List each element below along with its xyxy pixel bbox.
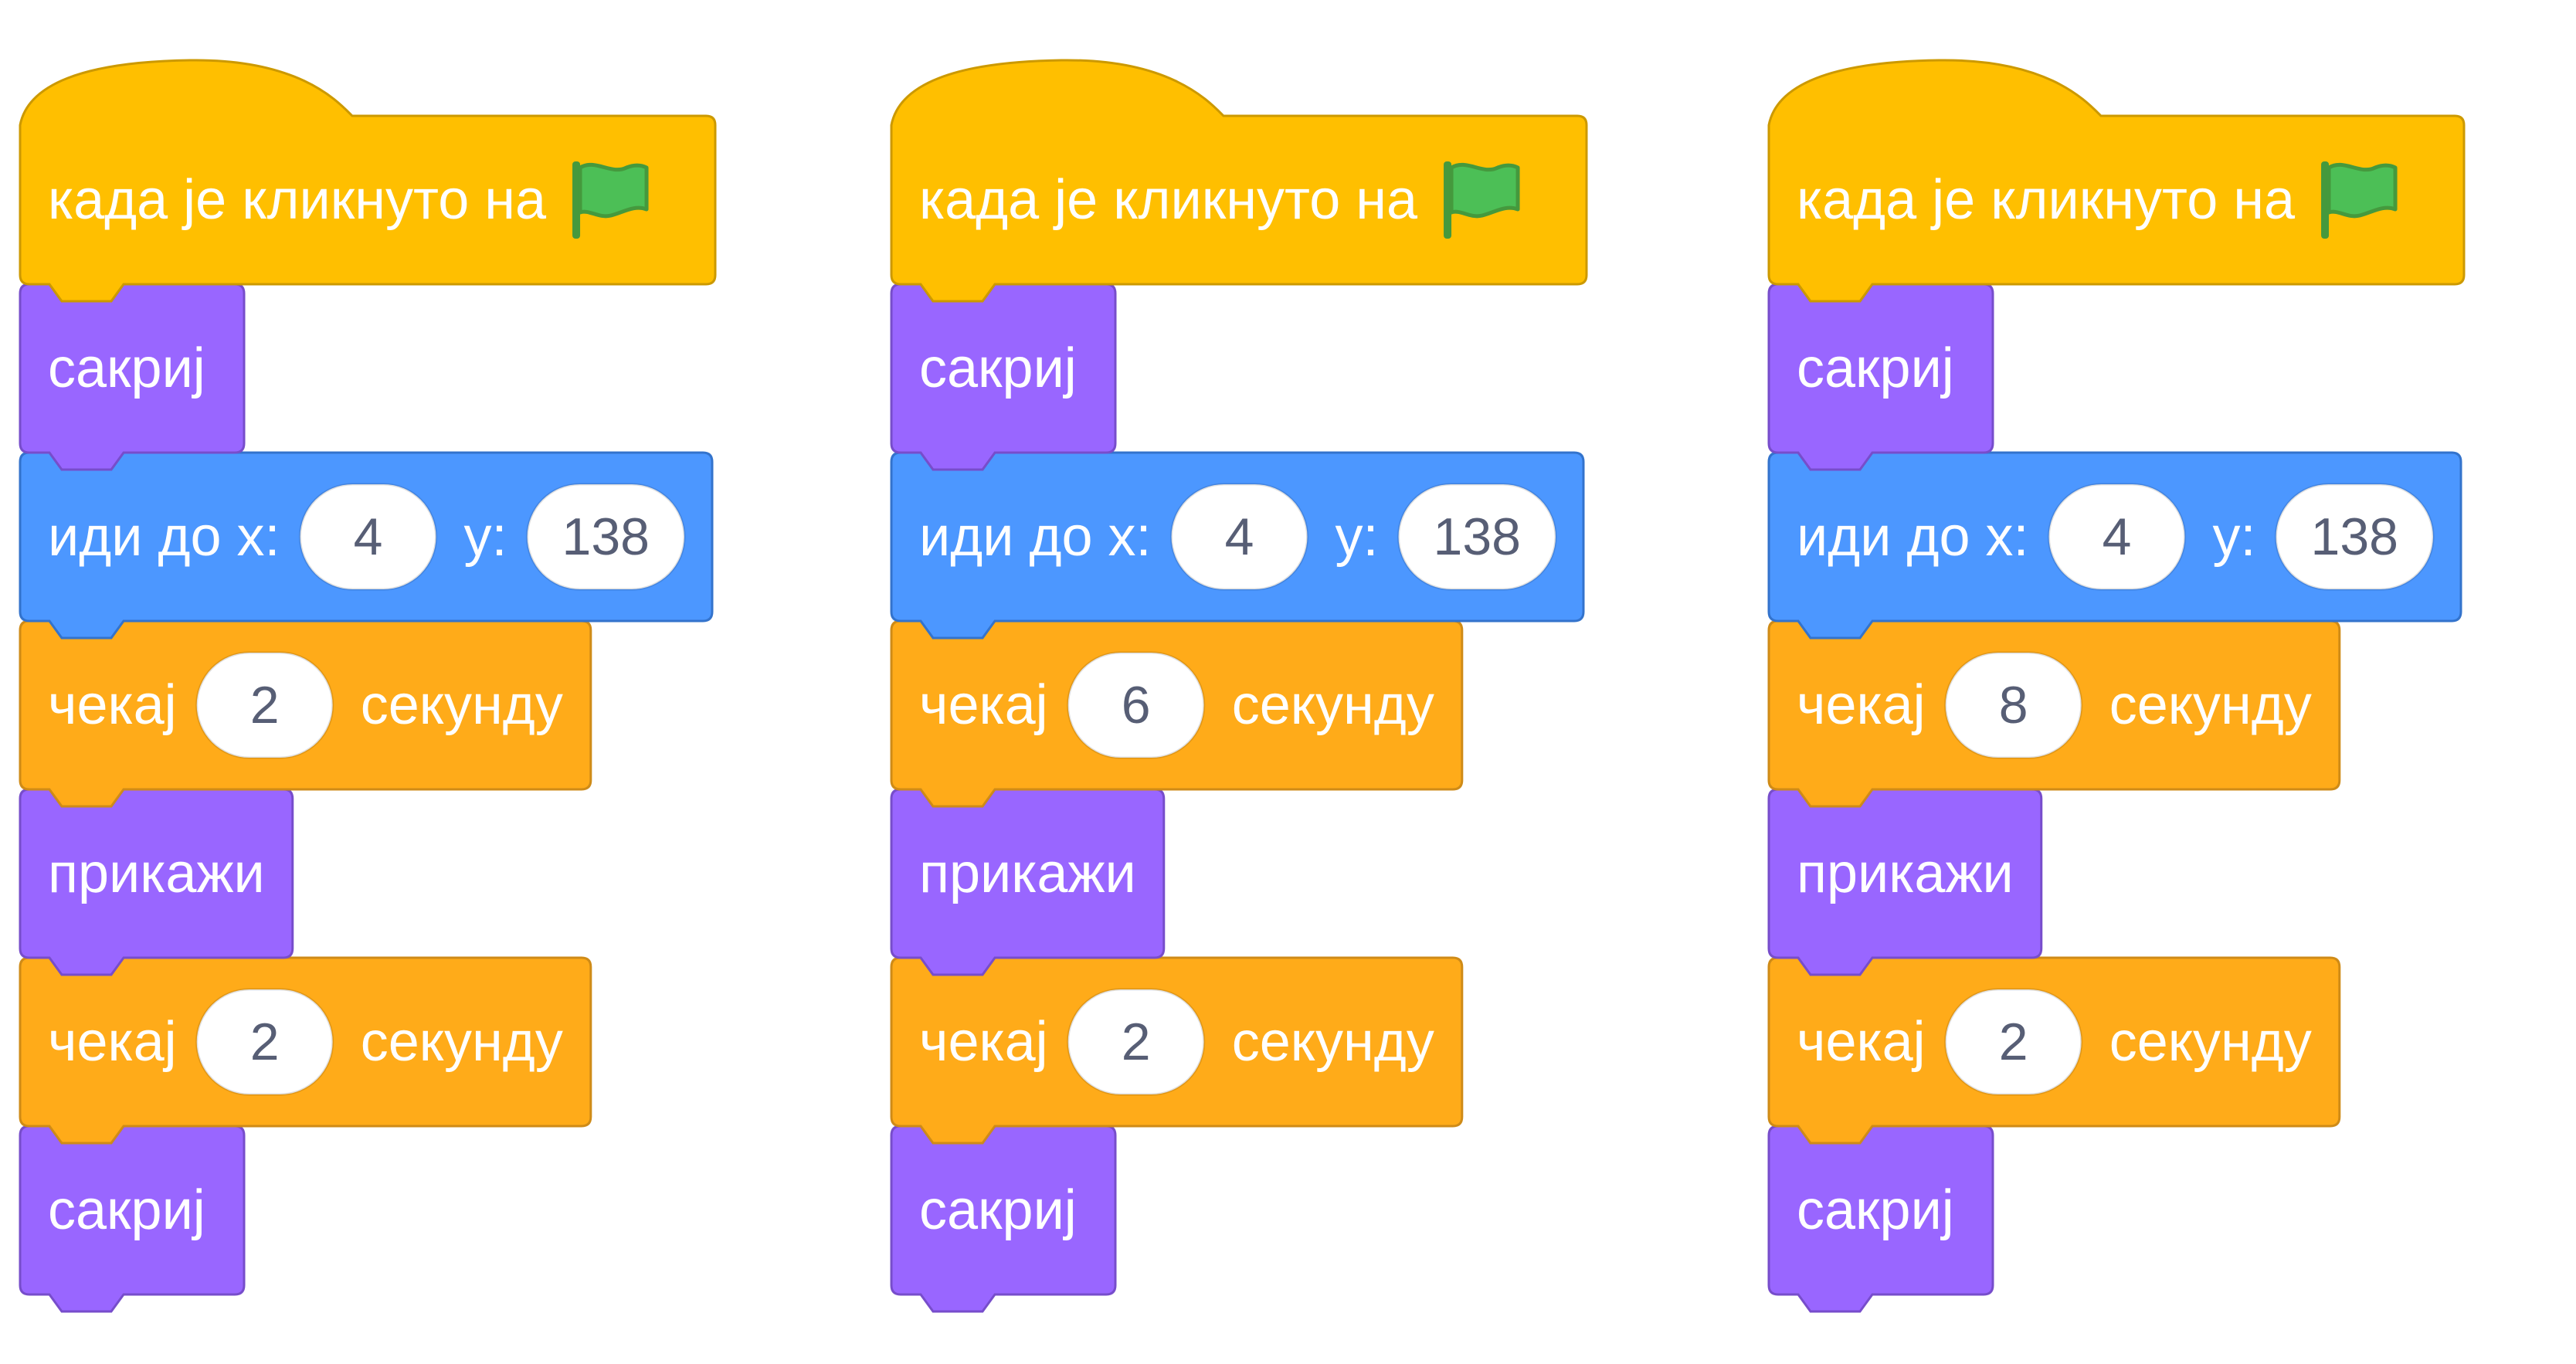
x-input[interactable] — [1170, 483, 1309, 591]
hide-block[interactable]: сакриј — [890, 1125, 1117, 1313]
seconds-input[interactable] — [195, 651, 334, 759]
seconds-input[interactable] — [1067, 651, 1206, 759]
block-label: чекај — [48, 674, 177, 736]
hat-block-label: када је кликнуто на — [48, 169, 547, 231]
block-label: иди до x: — [48, 506, 280, 568]
seconds-input-value: 2 — [1999, 1013, 2028, 1071]
wait-seconds-block[interactable]: чекај 8 секунду — [1767, 619, 2341, 808]
block-label: прикажи — [919, 843, 1136, 904]
block-label: чекај — [919, 674, 1048, 736]
seconds-suffix-label: секунду — [361, 674, 563, 736]
wait-seconds-block[interactable]: чекај 2 секунду — [890, 956, 1464, 1145]
x-input-value: 4 — [354, 507, 383, 566]
green-flag-icon — [1444, 161, 1520, 239]
seconds-input[interactable] — [1067, 988, 1206, 1096]
seconds-suffix-label: секунду — [2109, 1011, 2312, 1073]
show-block[interactable]: прикажи — [1767, 788, 2043, 976]
seconds-input-value: 8 — [1999, 676, 2028, 735]
go-to-xy-block[interactable]: иди до x: 4 y: 138 — [1767, 451, 2462, 640]
wait-seconds-block[interactable]: чекај 2 секунду — [19, 956, 592, 1145]
block-label: иди до x: — [919, 506, 1152, 568]
go-to-xy-block[interactable]: иди до x: 4 y: 138 — [19, 451, 714, 640]
wait-seconds-block[interactable]: чекај 2 секунду — [1767, 956, 2341, 1145]
block-label: сакриј — [919, 338, 1077, 399]
block-label: чекај — [1797, 1011, 1926, 1073]
y-input-value: 138 — [1434, 507, 1521, 566]
seconds-input-value: 2 — [250, 676, 280, 735]
hat-block-label: када је кликнуто на — [1797, 169, 2296, 231]
y-label: y: — [1336, 506, 1379, 568]
y-input[interactable] — [2275, 483, 2435, 591]
seconds-suffix-label: секунду — [2109, 674, 2312, 736]
wait-seconds-block[interactable]: чекај 6 секунду — [890, 619, 1464, 808]
hide-block[interactable]: сакриј — [19, 283, 246, 471]
y-input[interactable] — [1397, 483, 1557, 591]
when-flag-clicked-block[interactable]: када је кликнуто на — [19, 59, 717, 303]
seconds-input-value: 6 — [1122, 676, 1151, 735]
block-label: прикажи — [48, 843, 265, 904]
block-label: прикажи — [1797, 843, 2014, 904]
hide-block[interactable]: сакриј — [1767, 1125, 1994, 1313]
y-input[interactable] — [526, 483, 686, 591]
show-block[interactable]: прикажи — [890, 788, 1166, 976]
y-label: y: — [2213, 506, 2256, 568]
when-flag-clicked-block[interactable]: када је кликнуто на — [890, 59, 1588, 303]
wait-seconds-block[interactable]: чекај 2 секунду — [19, 619, 592, 808]
block-label: сакриј — [1797, 338, 1954, 399]
y-label: y: — [464, 506, 507, 568]
x-input[interactable] — [2048, 483, 2187, 591]
x-input[interactable] — [299, 483, 438, 591]
x-input-value: 4 — [2103, 507, 2132, 566]
block-label: чекај — [1797, 674, 1926, 736]
hat-block-label: када је кликнуто на — [919, 169, 1418, 231]
when-flag-clicked-block[interactable]: када је кликнуто на — [1767, 59, 2466, 303]
hide-block[interactable]: сакриј — [1767, 283, 1994, 471]
x-input-value: 4 — [1225, 507, 1254, 566]
script-stack-3[interactable]: сакриј чекај 2 секунду прикажи чекај 8 секунду и… — [1767, 59, 2466, 1313]
block-label: сакриј — [919, 1179, 1077, 1241]
green-flag-icon — [572, 161, 649, 239]
seconds-suffix-label: секунду — [1232, 1011, 1434, 1073]
script-stack-2[interactable]: сакриј чекај 2 секунду прикажи чекај 6 секунду и… — [890, 59, 1588, 1313]
go-to-xy-block[interactable]: иди до x: 4 y: 138 — [890, 451, 1585, 640]
seconds-suffix-label: секунду — [361, 1011, 563, 1073]
seconds-input[interactable] — [1944, 651, 2083, 759]
block-label: чекај — [919, 1011, 1048, 1073]
block-label: чекај — [48, 1011, 177, 1073]
block-label: сакриј — [48, 338, 205, 399]
seconds-input[interactable] — [195, 988, 334, 1096]
y-input-value: 138 — [562, 507, 650, 566]
seconds-input[interactable] — [1944, 988, 2083, 1096]
show-block[interactable]: прикажи — [19, 788, 294, 976]
hide-block[interactable]: сакриј — [890, 283, 1117, 471]
seconds-input-value: 2 — [1122, 1013, 1151, 1071]
seconds-input-value: 2 — [250, 1013, 280, 1071]
seconds-suffix-label: секунду — [1232, 674, 1434, 736]
script-stack-1[interactable]: сакриј чекај 2 секунду прикажи чекај 2 секунду и… — [19, 59, 717, 1313]
block-label: иди до x: — [1797, 506, 2029, 568]
green-flag-icon — [2321, 161, 2398, 239]
block-label: сакриј — [1797, 1179, 1954, 1241]
hide-block[interactable]: сакриј — [19, 1125, 246, 1313]
block-label: сакриј — [48, 1179, 205, 1241]
y-input-value: 138 — [2311, 507, 2398, 566]
